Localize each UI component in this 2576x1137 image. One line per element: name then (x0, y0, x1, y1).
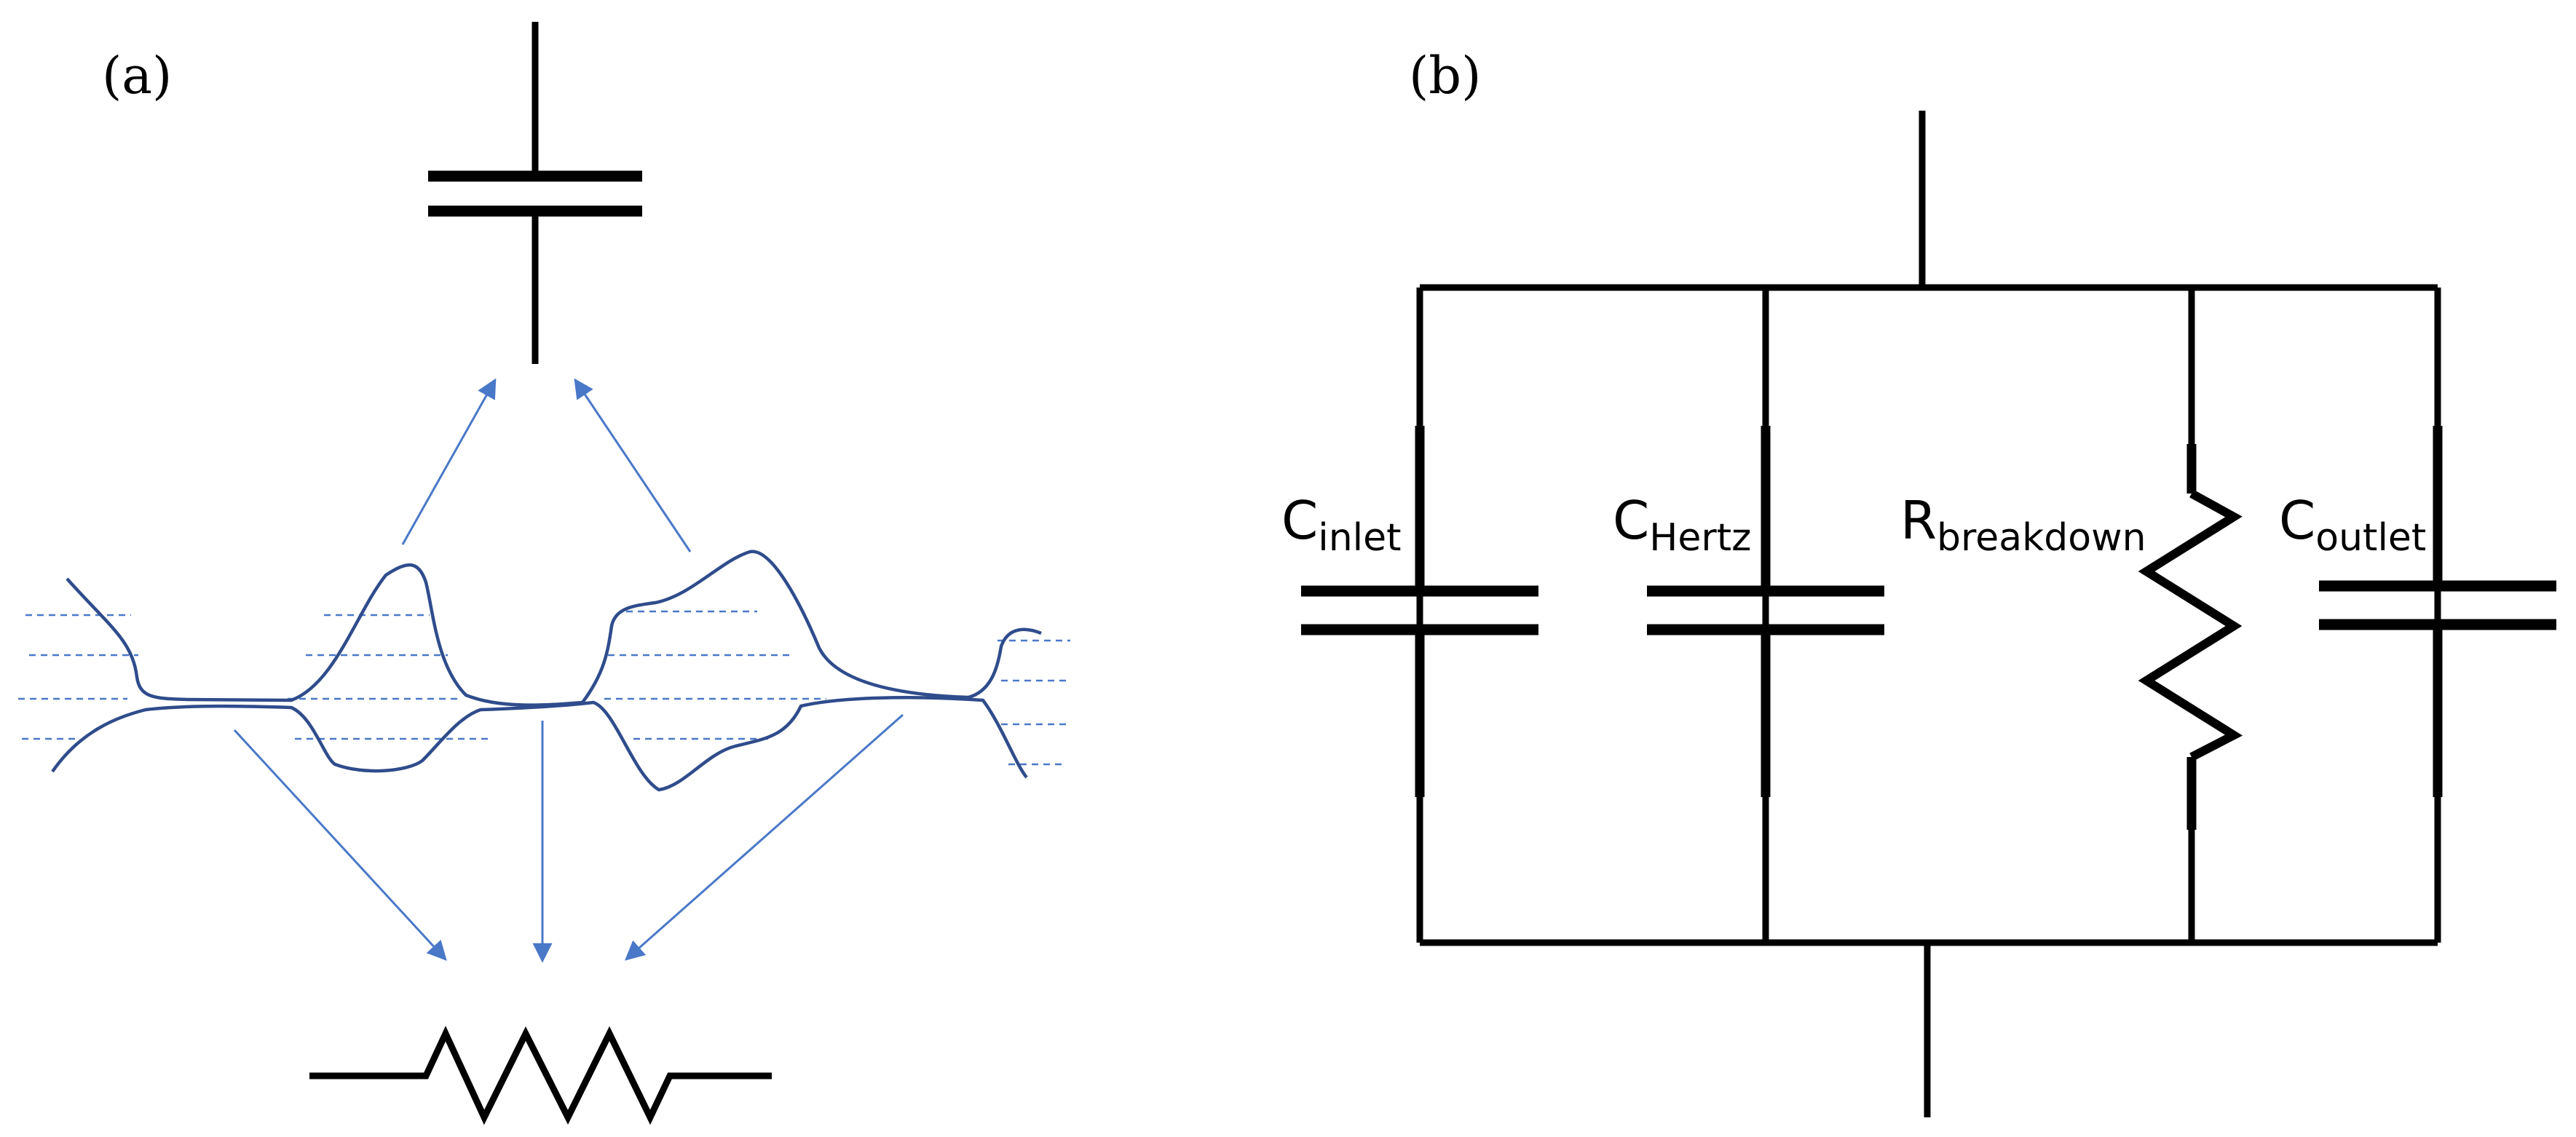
panel-a-label: (a) (102, 46, 172, 106)
label-c-inlet: Cinlet (1281, 490, 1402, 560)
arrow-to-resistor-right (624, 713, 904, 961)
panel-a: (a) (18, 22, 1070, 1125)
upper-surface (66, 550, 1042, 707)
lower-surface (51, 696, 1028, 792)
panel-b: (b) (1281, 46, 2556, 1117)
capacitor-hertz (1647, 288, 1884, 943)
capacitor-symbol-a (428, 22, 642, 364)
lubricant-lines (18, 610, 1070, 766)
label-c-hertz: CHertz (1613, 490, 1751, 560)
resistor-symbol-a (309, 1026, 772, 1125)
panel-b-label: (b) (1409, 46, 1481, 106)
arrow-to-capacitor-left (401, 378, 497, 545)
arrow-to-capacitor-right (574, 378, 692, 552)
resistor-breakdown (2138, 288, 2243, 943)
circuit-wires (1420, 111, 2438, 1117)
capacitor-outlet (2319, 288, 2556, 943)
capacitor-inlet (1301, 288, 1538, 943)
arrow-to-resistor-left (233, 729, 447, 961)
label-c-outlet: Coutlet (2279, 490, 2426, 560)
label-r-breakdown: Rbreakdown (1900, 490, 2146, 560)
